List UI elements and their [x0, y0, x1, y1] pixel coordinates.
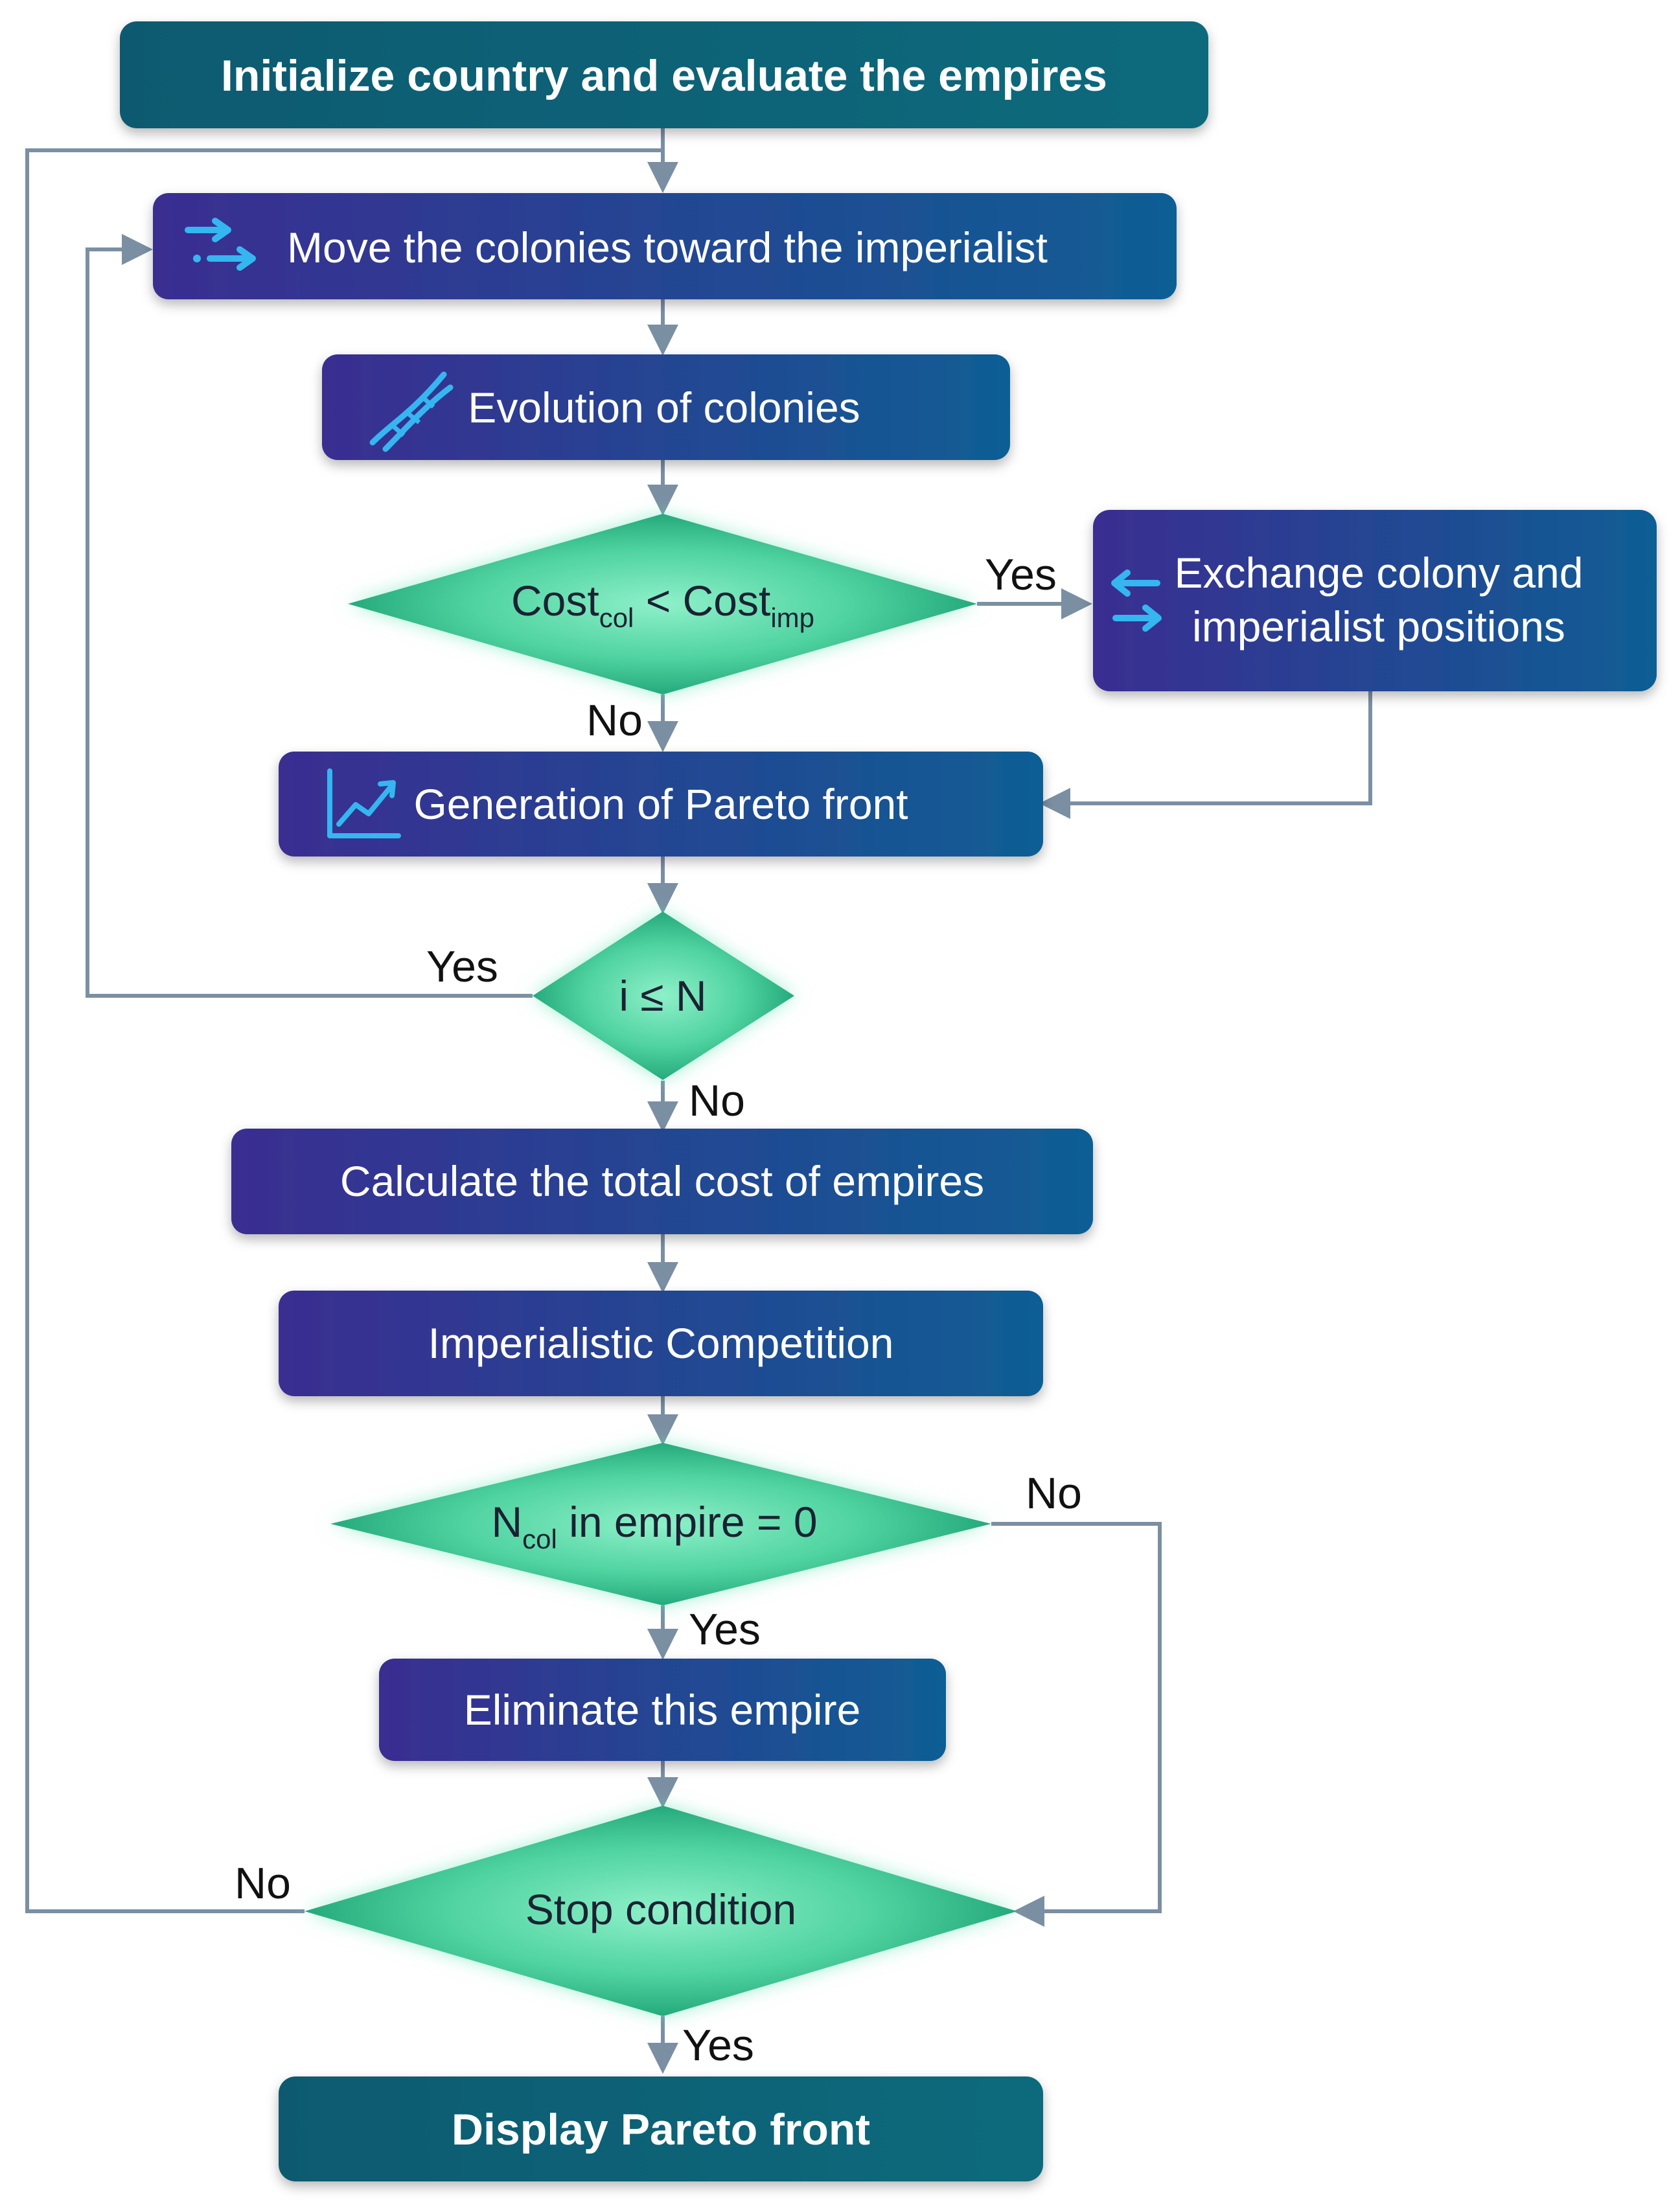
- decision-iteration: i ≤ N: [533, 912, 794, 1080]
- node-move-colonies: Move the colonies toward the imperialist: [153, 193, 1177, 299]
- node-total-cost-label: Calculate the total cost of empires: [340, 1157, 984, 1205]
- node-total-cost: Calculate the total cost of empires: [231, 1129, 1093, 1234]
- decision-ncol-label: Ncol in empire = 0: [491, 1498, 817, 1554]
- node-display: Display Pareto front: [279, 2076, 1043, 2181]
- node-display-label: Display Pareto front: [452, 2105, 870, 2154]
- decision-cost-compare-label: Costcol < Costimp: [511, 577, 814, 633]
- node-eliminate: Eliminate this empire: [379, 1659, 946, 1761]
- node-exchange: Exchange colony and imperialist position…: [1093, 510, 1657, 691]
- label-iter-yes: Yes: [426, 942, 498, 991]
- node-pareto-generation: Generation of Pareto front: [279, 752, 1043, 857]
- decision-cost-compare: Costcol < Costimp: [348, 514, 977, 695]
- label-ncol-no: No: [1026, 1469, 1082, 1518]
- node-competition: Imperialistic Competition: [279, 1291, 1043, 1396]
- decision-stop: Stop condition: [305, 1806, 1017, 2016]
- edge-iter-yes-loop: [86, 234, 533, 998]
- node-evolution: Evolution of colonies: [322, 354, 1010, 460]
- decision-ncol: Ncol in empire = 0: [330, 1443, 991, 1605]
- arrows-right-icon: [185, 218, 256, 271]
- dna-icon: [369, 371, 454, 452]
- label-stop-yes: Yes: [682, 2021, 754, 2070]
- edge-labels: Yes No Yes No No Yes No Yes: [235, 550, 1082, 2070]
- label-ncol-yes: Yes: [689, 1605, 761, 1654]
- decision-iteration-label: i ≤ N: [619, 972, 706, 1020]
- node-pareto-generation-label: Generation of Pareto front: [413, 780, 908, 828]
- node-eliminate-label: Eliminate this empire: [464, 1686, 861, 1734]
- node-competition-label: Imperialistic Competition: [428, 1319, 894, 1367]
- label-stop-no: No: [235, 1859, 291, 1908]
- edge-exchange-to-pareto: [1039, 691, 1372, 819]
- connectors: [25, 128, 1372, 2074]
- edge-ncol-no-to-stop: [991, 1522, 1162, 1927]
- decision-stop-label: Stop condition: [525, 1885, 796, 1933]
- node-move-colonies-label: Move the colonies toward the imperialist: [287, 224, 1048, 271]
- node-initialize: Initialize country and evaluate the empi…: [120, 21, 1208, 128]
- edge-stop-no-loop: [25, 148, 663, 1913]
- swap-arrows-icon: [1111, 569, 1162, 632]
- label-cost-no: No: [586, 696, 643, 745]
- node-exchange-line1: Exchange colony and: [1174, 549, 1583, 597]
- node-exchange-line2: imperialist positions: [1192, 603, 1565, 650]
- node-evolution-label: Evolution of colonies: [468, 384, 860, 431]
- line-chart-icon: [327, 768, 401, 838]
- label-cost-yes: Yes: [985, 550, 1057, 599]
- label-iter-no: No: [689, 1076, 745, 1125]
- node-initialize-label: Initialize country and evaluate the empi…: [221, 51, 1107, 100]
